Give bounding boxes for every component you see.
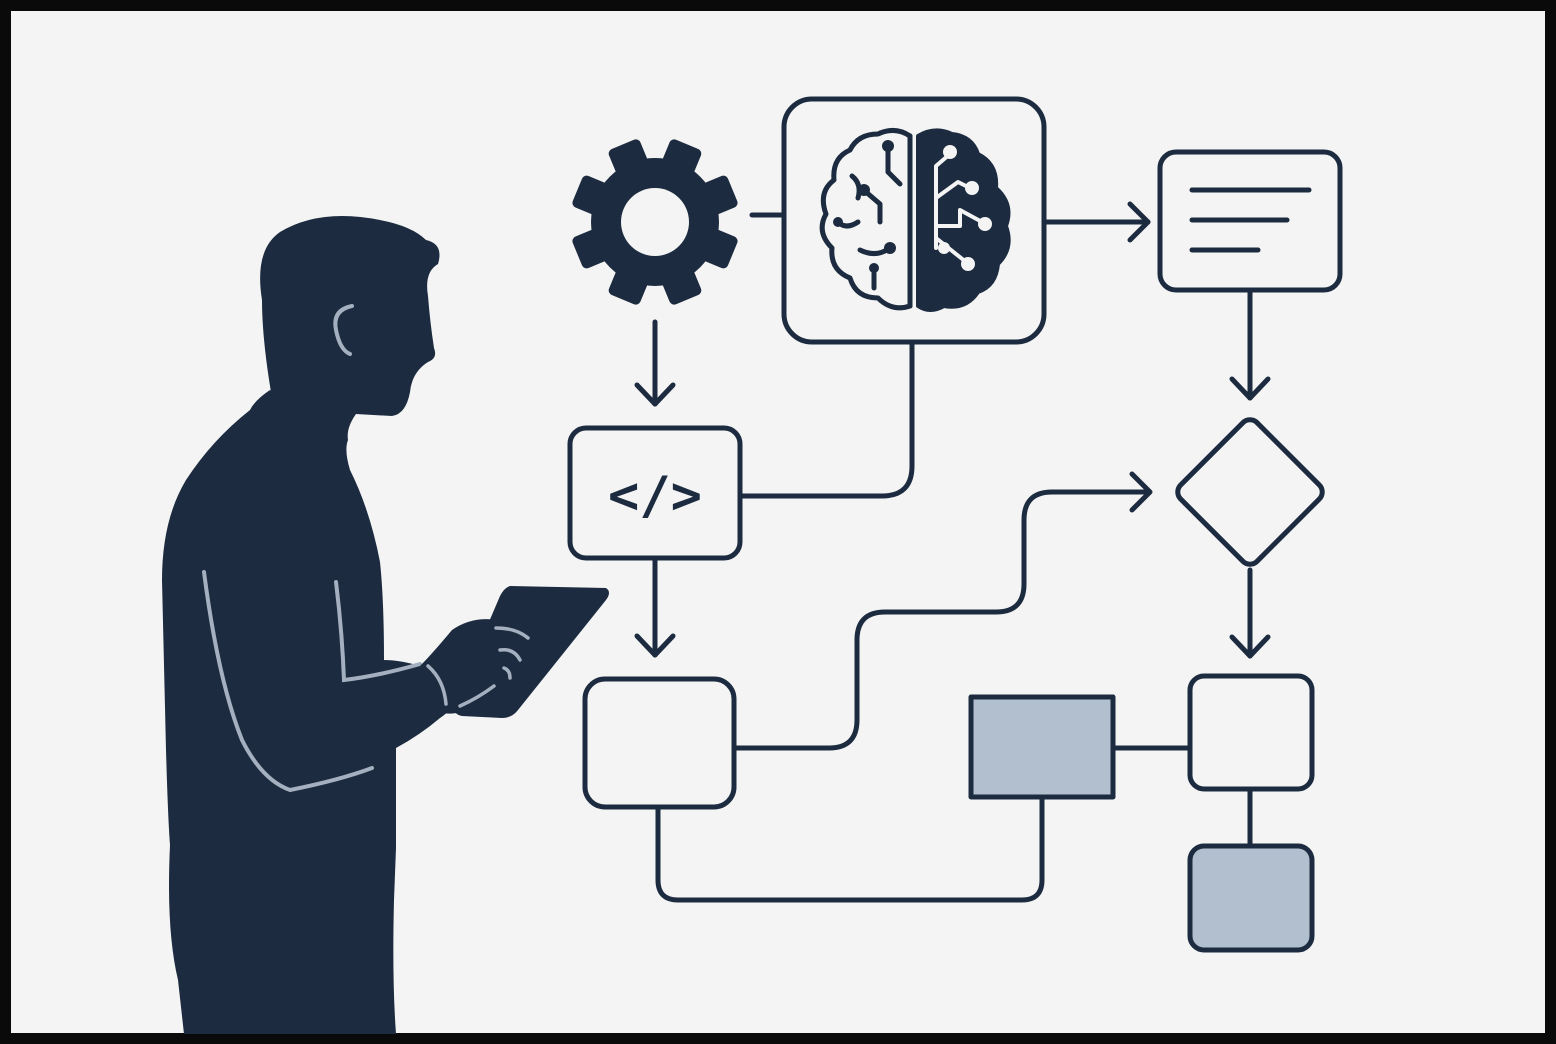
decision-node bbox=[1175, 417, 1325, 567]
code-brackets-icon: </> bbox=[608, 466, 702, 526]
tablet-icon bbox=[453, 586, 609, 718]
result-node bbox=[1187, 843, 1315, 953]
person-ear bbox=[333, 304, 354, 356]
data-node bbox=[968, 694, 1116, 800]
text-lines-icon bbox=[1189, 187, 1312, 253]
arrowhead-document-to-decision bbox=[1229, 376, 1271, 401]
person-arm-inner-line bbox=[334, 580, 422, 683]
person-head bbox=[260, 216, 440, 448]
brain-left-hemisphere bbox=[819, 128, 913, 311]
arrowhead-process-to-decision bbox=[1129, 471, 1153, 513]
code-node bbox=[567, 425, 743, 561]
arrowhead-decision-to-output bbox=[1229, 634, 1271, 659]
arrowhead-gear-to-code bbox=[634, 382, 676, 407]
brain-right-hemisphere bbox=[916, 128, 1011, 312]
process-node bbox=[582, 676, 737, 810]
person-body bbox=[162, 390, 454, 1034]
brain-circuit-icon bbox=[819, 128, 1011, 312]
edge-brain-to-code bbox=[737, 339, 915, 499]
person-arm-highlight bbox=[202, 570, 374, 793]
gear-icon bbox=[572, 139, 738, 305]
edge-process-to-decision bbox=[731, 489, 1151, 751]
output-node bbox=[1187, 673, 1315, 792]
arrowhead-brain-to-document bbox=[1127, 201, 1151, 243]
arrowhead-code-to-process bbox=[634, 633, 676, 658]
edge-process-to-data bbox=[655, 794, 1045, 903]
person-hand-outline bbox=[426, 664, 448, 706]
